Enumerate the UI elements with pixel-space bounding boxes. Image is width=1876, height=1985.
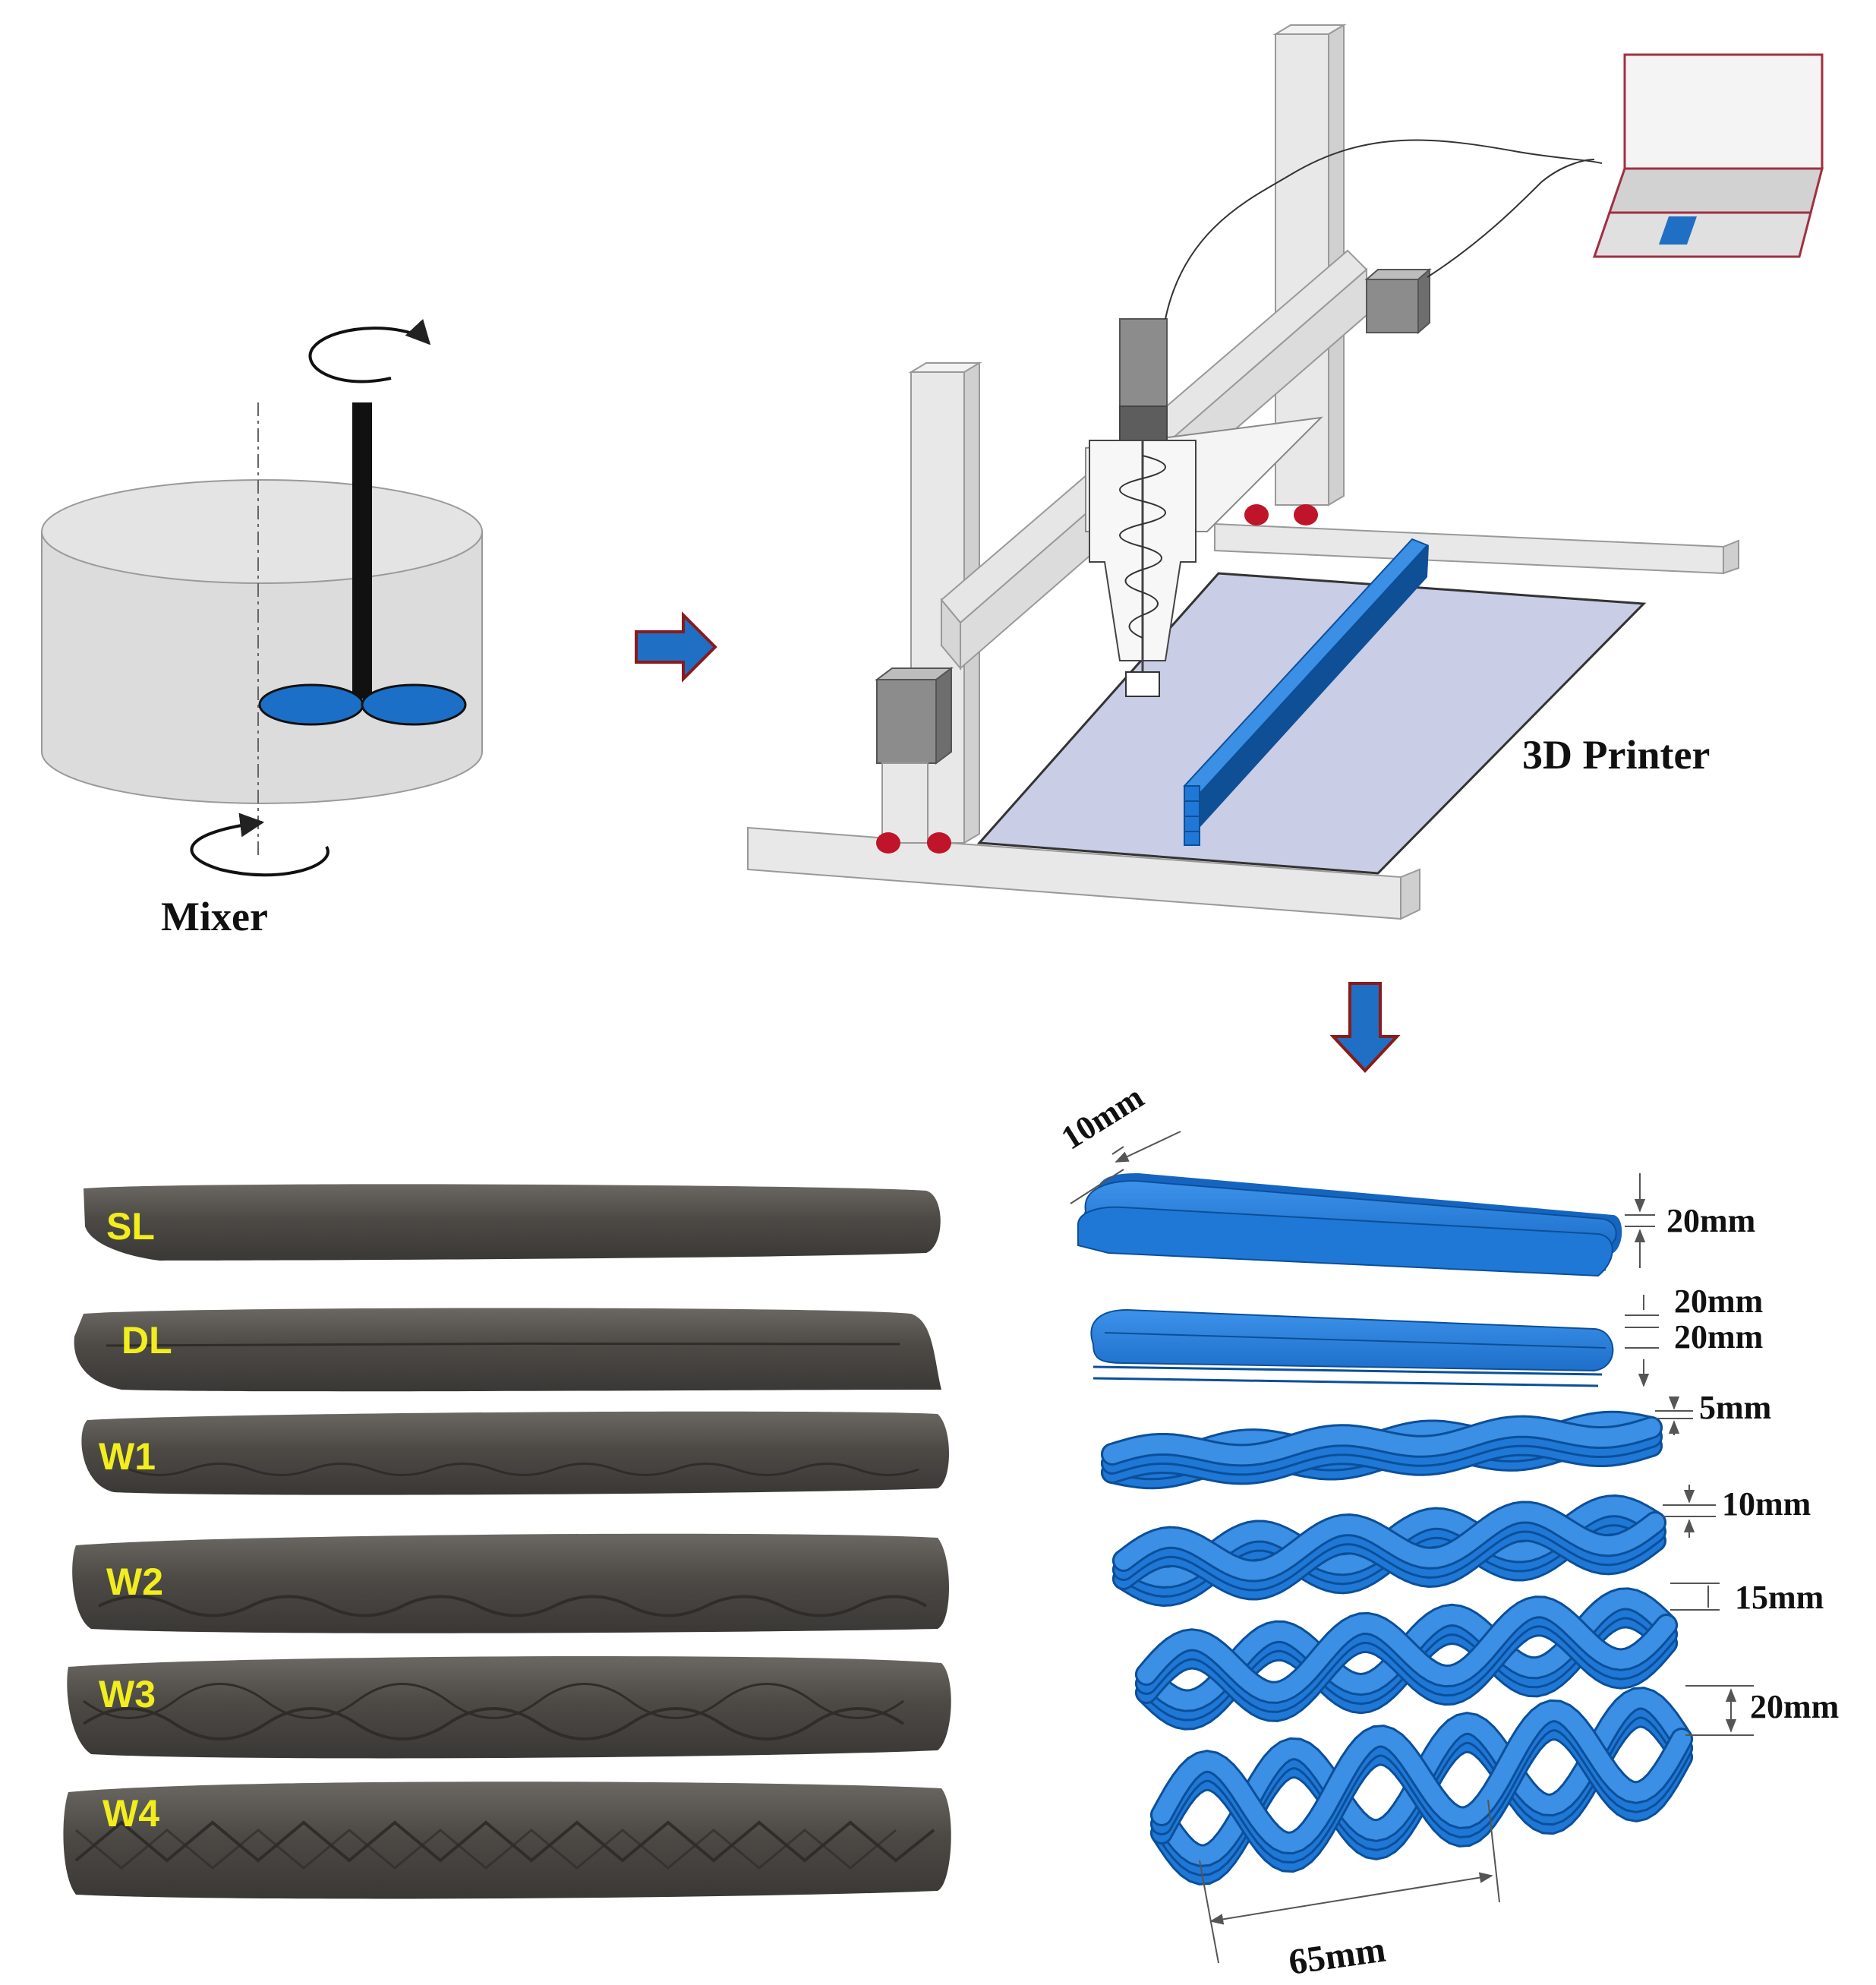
dim-w2-amp: 10mm bbox=[1722, 1485, 1811, 1523]
dim-w1-amp: 5mm bbox=[1699, 1389, 1771, 1426]
sample-w1: W1 bbox=[81, 1411, 950, 1495]
svg-text:W3: W3 bbox=[99, 1673, 156, 1715]
sample-w2: W2 bbox=[72, 1533, 950, 1633]
dim-sl-height: 20mm bbox=[1666, 1202, 1755, 1239]
sample-sl: SL bbox=[84, 1184, 941, 1261]
dim-dl-height: 20mm bbox=[1674, 1318, 1763, 1355]
dimension-labels: 10mm 20mm 20mm 20mm 5mm 10mm 15mm 20mm 6… bbox=[1055, 1078, 1839, 1983]
filament-layer bbox=[1103, 1417, 1660, 1465]
filament-models bbox=[1077, 1173, 1693, 1886]
model-w3 bbox=[1135, 1587, 1678, 1731]
mixer-blade-right bbox=[361, 683, 467, 726]
dim-w3-amp: 15mm bbox=[1735, 1579, 1824, 1616]
sample-w4: W4 bbox=[63, 1781, 951, 1899]
sample-dl: DL bbox=[74, 1308, 942, 1392]
model-w1 bbox=[1101, 1410, 1663, 1490]
model-w2 bbox=[1112, 1494, 1666, 1607]
motor-left bbox=[876, 679, 937, 764]
svg-text:SL: SL bbox=[106, 1205, 155, 1248]
build-plate bbox=[976, 572, 1647, 875]
sample-photos: SL DL W1 W2 W3 W4 bbox=[63, 1184, 951, 1899]
dim-dl-gap: 20mm bbox=[1674, 1283, 1763, 1320]
printer-label: 3D Printer bbox=[1522, 732, 1710, 778]
arrow-right bbox=[635, 611, 717, 683]
mixer-label: Mixer bbox=[161, 894, 268, 939]
arrow-down bbox=[1329, 982, 1401, 1073]
sample-w3: W3 bbox=[67, 1655, 951, 1759]
model-w4 bbox=[1150, 1687, 1693, 1886]
svg-text:W2: W2 bbox=[106, 1561, 163, 1603]
svg-text:W1: W1 bbox=[99, 1435, 156, 1478]
filament-layer bbox=[1152, 1701, 1691, 1853]
rotation-arrow-top bbox=[308, 319, 431, 383]
mixer-blade-left bbox=[258, 683, 364, 726]
printer: 3D Printer bbox=[747, 24, 1824, 920]
mixer-shaft bbox=[352, 402, 372, 699]
dim-w4-amp: 20mm bbox=[1750, 1688, 1839, 1725]
filament-layer bbox=[1115, 1503, 1664, 1580]
dim-width: 10mm bbox=[1055, 1078, 1149, 1157]
svg-text:DL: DL bbox=[121, 1319, 172, 1362]
dim-wavelength: 65mm bbox=[1286, 1930, 1388, 1983]
print-head-motor bbox=[1119, 318, 1168, 407]
model-dl bbox=[1090, 1308, 1614, 1387]
filament-layer bbox=[1137, 1598, 1676, 1702]
motor-right bbox=[1366, 279, 1419, 333]
mixer: Mixer bbox=[41, 319, 483, 939]
svg-text:W4: W4 bbox=[102, 1792, 159, 1835]
rotation-arrow-bottom bbox=[190, 813, 329, 877]
laptop bbox=[1592, 53, 1824, 258]
model-sl bbox=[1077, 1173, 1622, 1277]
dimension-annotations bbox=[1070, 1131, 1754, 1964]
